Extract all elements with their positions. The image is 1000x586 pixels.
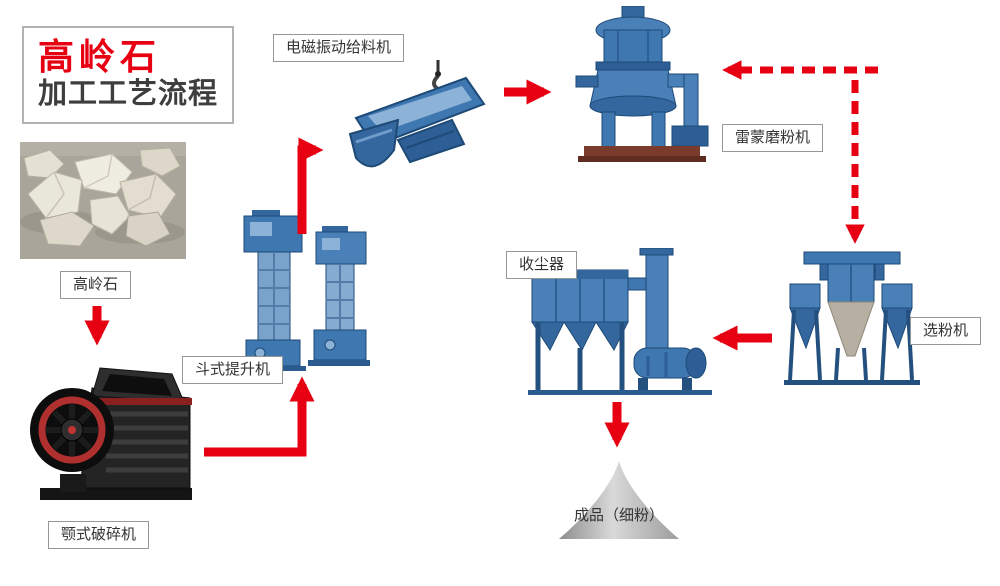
raymond-mill-label: 雷蒙磨粉机	[722, 124, 824, 153]
raymond-mill-illustration	[575, 6, 709, 162]
vibrating-feeder-label: 电磁振动给料机	[273, 34, 405, 63]
final-product-pile	[559, 461, 679, 539]
title-process: 加工工艺流程	[38, 78, 219, 111]
vibrating-feeder-illustration	[348, 60, 486, 168]
jaw-crusher-illustration	[30, 367, 192, 500]
bucket-elevator-illustration	[240, 210, 370, 371]
kaolin-rocks-image	[20, 142, 186, 259]
kaolin-label: 高岭石	[60, 271, 132, 300]
powder-classifier-illustration	[784, 251, 920, 385]
diagram-title: 高岭石 加工工艺流程	[22, 26, 235, 125]
dust-collector-label: 收尘器	[506, 251, 578, 280]
bucket-elevator-label: 斗式提升机	[182, 356, 284, 385]
jaw-crusher-label: 颚式破碎机	[48, 521, 150, 550]
title-material: 高岭石	[38, 36, 162, 77]
arrow-crusher-to-elevator	[204, 376, 315, 457]
final-product-label: 成品（细粉）	[573, 507, 664, 524]
dust-collector-illustration	[528, 248, 712, 395]
powder-classifier-label: 选粉机	[910, 317, 982, 346]
